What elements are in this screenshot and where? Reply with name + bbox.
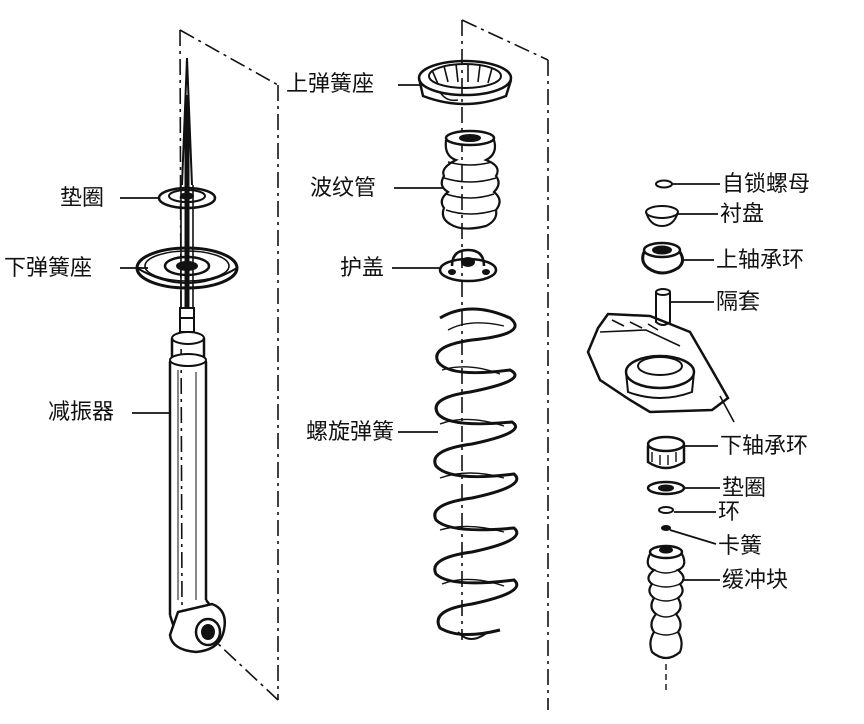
liner-plate-part: [645, 205, 679, 228]
bump-stop-part: [646, 544, 686, 690]
label-washer-left: 垫圈: [60, 186, 105, 211]
label-self-locking-nut: 自锁螺母: [722, 172, 811, 197]
protective-cap-part: [438, 248, 498, 283]
label-washer-right: 垫圈: [722, 476, 767, 501]
label-spacer-sleeve: 隔套: [716, 290, 761, 315]
circlip-part: [661, 525, 671, 531]
label-coil-spring: 螺旋弹簧: [306, 420, 395, 445]
assembly-plane-right: [461, 19, 549, 710]
label-lower-spring-seat: 下弹簧座: [4, 256, 93, 281]
shock-absorber-assembly: [135, 57, 239, 654]
label-upper-spring-seat: 上弹簧座: [286, 72, 375, 97]
label-ring: 环: [718, 500, 741, 525]
label-bellows: 波纹管: [310, 176, 377, 201]
label-circlip: 卡簧: [718, 534, 763, 559]
leader-lines: [120, 84, 720, 581]
lower-spring-seat: [135, 246, 239, 290]
upper-bearing-ring-part: [641, 241, 685, 275]
label-shock-absorber: 减振器: [48, 400, 115, 425]
label-upper-bearing-ring: 上轴承环: [716, 248, 805, 273]
upper-spring-seat-part: [417, 59, 513, 106]
lower-bearing-ring-part: [646, 435, 686, 470]
spacer-sleeve-part: [655, 288, 671, 326]
label-lower-bearing-ring: 下轴承环: [720, 434, 809, 459]
washer-right-part: [646, 480, 686, 496]
shock-cylinder: [168, 331, 226, 654]
coil-spring-part: [433, 307, 519, 640]
strut-mount-part: [586, 312, 735, 423]
self-locking-nut-part: [655, 179, 673, 189]
ring-part: [658, 506, 674, 514]
label-protective-cap: 护盖: [340, 256, 385, 281]
label-liner-plate: 衬盘: [720, 202, 765, 227]
bellows-part: [440, 129, 501, 230]
label-bump-stop: 缓冲块: [722, 568, 789, 593]
